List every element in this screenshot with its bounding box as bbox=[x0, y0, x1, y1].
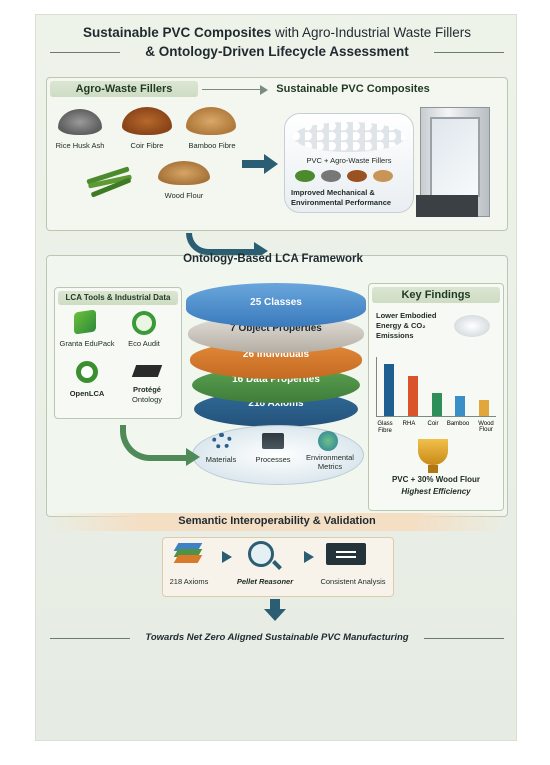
footer-rule-right bbox=[424, 638, 504, 639]
tool-label-granta-edupack: Granta EduPack bbox=[59, 339, 115, 348]
tools-to-metrics-curve bbox=[120, 425, 190, 461]
bamboo-fibre-pile-icon bbox=[186, 107, 236, 135]
framework-header: Ontology-Based LCA Framework bbox=[183, 253, 363, 265]
poster: Sustainable PVC Composites with Agro-Ind… bbox=[35, 14, 517, 741]
down-arrow-icon bbox=[264, 609, 286, 621]
header-link-line bbox=[202, 89, 262, 90]
findings-subtitle: Lower Embodied Energy & CO₂ Emissions bbox=[376, 311, 437, 340]
step-consistent-analysis: Consistent Analysis bbox=[320, 577, 386, 586]
tool-label-protege: Protégé bbox=[133, 385, 161, 394]
globe-icon bbox=[318, 431, 338, 451]
metric-environmental: Environmental Metrics bbox=[306, 453, 354, 471]
analysis-screen-icon bbox=[326, 543, 366, 565]
winner-line1: PVC + 30% Wood Flour bbox=[391, 475, 481, 484]
bamboo-sticks-icon bbox=[84, 165, 136, 198]
co2-cloud-icon bbox=[454, 315, 490, 337]
bar-wood-flour bbox=[479, 400, 489, 416]
step1-arrow-icon bbox=[222, 551, 232, 563]
filler-label-wood-flour: Wood Flour bbox=[164, 191, 204, 200]
tool-label-eco-audit: Eco Audit bbox=[128, 339, 160, 348]
findings-tick-labels: Glass Fibre RHA Coir Bamboo Wood Flour bbox=[374, 421, 500, 441]
winner-line2: Highest Efficiency bbox=[401, 487, 471, 496]
eco-audit-icon bbox=[132, 311, 156, 335]
openlca-icon bbox=[76, 361, 98, 383]
composites-header: Sustainable PVC Composites bbox=[276, 83, 430, 95]
header-link-arrow-icon bbox=[260, 85, 268, 95]
poster-title-line1: Sustainable PVC Composites with Agro-Ind… bbox=[82, 25, 472, 40]
protege-cap-icon bbox=[131, 365, 163, 377]
step-pellet-reasoner: Pellet Reasoner bbox=[236, 577, 294, 586]
metric-materials: Materials bbox=[205, 455, 237, 464]
tick-rha: RHA bbox=[402, 421, 416, 427]
tools-to-metrics-arrow-icon bbox=[186, 448, 200, 466]
top-to-framework-curve bbox=[186, 233, 256, 255]
filler-label-rice-husk-ash: Rice Husk Ash bbox=[55, 141, 105, 150]
title-rule-right bbox=[434, 52, 504, 53]
granta-edupack-icon bbox=[74, 309, 96, 335]
tool-label-openlca: OpenLCA bbox=[69, 389, 105, 398]
bar-coir bbox=[432, 393, 442, 416]
bar-bamboo bbox=[455, 396, 465, 416]
semantic-header-band bbox=[46, 513, 508, 531]
trophy-icon bbox=[418, 439, 448, 465]
semantic-header: Semantic Interoperability & Validation bbox=[178, 515, 376, 527]
tool-label-ontology: Ontology bbox=[131, 395, 163, 404]
magnifier-icon bbox=[248, 541, 274, 567]
filler-label-bamboo-fibre: Bamboo Fibre bbox=[188, 141, 236, 150]
rice-husk-ash-pile-icon bbox=[58, 109, 102, 135]
mini-wood-pile-icon bbox=[373, 170, 393, 182]
factory-icon bbox=[262, 433, 284, 449]
step2-arrow-icon bbox=[304, 551, 314, 563]
tick-wood-flour: Wood Flour bbox=[478, 421, 494, 433]
title-rule-left bbox=[50, 52, 120, 53]
metric-processes: Processes bbox=[255, 455, 291, 464]
poster-title-line2: & Ontology-Driven Lifecycle Assessment bbox=[145, 44, 409, 59]
coir-fibre-pile-icon bbox=[122, 107, 172, 135]
fillers-to-composites-arrow-icon bbox=[264, 154, 278, 174]
fillers-header: Agro-Waste Fillers bbox=[50, 81, 198, 97]
mini-bamboo-pile-icon bbox=[295, 170, 315, 182]
bar-rha bbox=[408, 376, 418, 416]
step-axioms: 218 Axioms bbox=[169, 577, 209, 586]
gears-icon bbox=[212, 433, 232, 449]
pellet-label: PVC + Agro-Waste Fillers bbox=[306, 156, 392, 165]
footer-rule-left bbox=[50, 638, 130, 639]
lca-tools-header: LCA Tools & Industrial Data bbox=[58, 291, 178, 305]
pellet-container: PVC + Agro-Waste Fillers Improved Mechan… bbox=[284, 113, 414, 213]
mini-ash-pile-icon bbox=[321, 170, 341, 182]
layer-classes: 25 Classes bbox=[186, 283, 366, 327]
bar-glass-fibre bbox=[384, 364, 394, 416]
filler-label-coir-fibre: Coir Fibre bbox=[130, 141, 164, 150]
lca-tools-panel bbox=[54, 287, 182, 419]
pvc-pellets-icon bbox=[293, 122, 405, 152]
fillers-to-composites-arrow-shaft bbox=[242, 160, 266, 168]
ontology-layer-stack: 218 Axioms 16 Data Properties 26 Individ… bbox=[186, 277, 366, 427]
tick-bamboo: Bamboo bbox=[446, 421, 470, 427]
footer-text: Towards Net Zero Aligned Sustainable PVC… bbox=[145, 632, 409, 643]
tick-glass-fibre: Glass Fibre bbox=[377, 421, 393, 434]
tick-coir: Coir bbox=[427, 421, 439, 427]
axioms-layers-icon bbox=[173, 543, 203, 565]
pvc-window-profile-icon bbox=[416, 107, 494, 219]
down-arrow-shaft bbox=[270, 599, 280, 611]
mini-coir-pile-icon bbox=[347, 170, 367, 182]
performance-text: Improved Mechanical & Environmental Perf… bbox=[291, 188, 392, 207]
trophy-stem bbox=[428, 465, 438, 473]
wood-flour-pile-icon bbox=[158, 161, 210, 185]
findings-bar-chart bbox=[376, 357, 496, 417]
key-findings-header: Key Findings bbox=[372, 287, 500, 303]
